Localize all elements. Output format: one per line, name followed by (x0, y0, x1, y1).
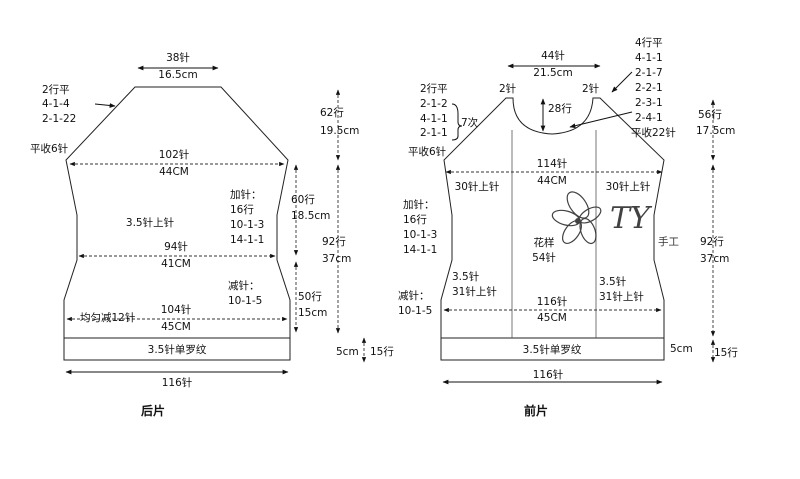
back-chest-st: 102针 (159, 148, 190, 161)
front-right-note-1: 4行平 (635, 36, 663, 49)
back-raglan-note-2: 4-1-4 (42, 98, 70, 110)
flower-logo-watermark: TY 手工 (551, 191, 679, 248)
front-panel-right-1: 3.5针 (599, 275, 626, 288)
back-rib-rows: 15行 (370, 345, 394, 358)
front-panel-left-1: 3.5针 (452, 270, 479, 283)
front-motif-title: 花样 (534, 236, 555, 249)
front-dec-rows: 10-1-5 (398, 305, 432, 317)
front-side-right: 30针上针 (606, 180, 651, 193)
watermark-text: 手工 (658, 235, 679, 248)
front-left-note-bracket (451, 103, 463, 141)
front-inc-1: 16行 (403, 213, 427, 226)
front-hip-cm: 45CM (537, 312, 567, 324)
front-inc-title: 加针： (403, 198, 435, 211)
back-rib-cm: 5cm (336, 346, 359, 358)
front-right-note-3: 2-1-7 (635, 67, 663, 79)
front-ribbing (440, 337, 665, 361)
back-pattern: 3.5针上针 (126, 216, 174, 229)
front-title: 前片 (524, 403, 548, 418)
front-panel-right-2: 31针上针 (599, 290, 644, 303)
back-top-width-st: 38针 (166, 51, 190, 64)
front-panel-left-2: 31针上针 (452, 285, 497, 298)
back-waist-cm: 41CM (161, 258, 191, 270)
back-raglan-note-3: 2-1-22 (42, 113, 76, 125)
front-inc-3: 14-1-1 (403, 244, 437, 256)
front-raglan-rows: 56行 (698, 108, 722, 121)
back-dec-title: 减针： (228, 279, 260, 292)
back-dec-len-cm: 15cm (298, 307, 327, 319)
front-dec-title: 减针： (398, 289, 430, 302)
front-left-note-3: 4-1-1 (420, 113, 448, 125)
front-hip-st: 116针 (537, 295, 568, 308)
back-ribbing (63, 337, 291, 361)
back-raglan-pointer (94, 103, 116, 108)
front-left-note-4: 2-1-1 (420, 127, 448, 139)
front-side-left: 30针上针 (455, 180, 500, 193)
front-rib: 3.5针单罗纹 (523, 343, 582, 356)
back-title: 后片 (141, 403, 165, 418)
front-bottom-st: 116针 (533, 368, 564, 381)
back-chest-cm: 44CM (159, 166, 189, 178)
back-inc-len-rows: 60行 (291, 193, 315, 206)
back-rib: 3.5针单罗纹 (148, 343, 207, 356)
front-total-rows: 92行 (700, 235, 724, 248)
front-left-note-2: 2-1-2 (420, 98, 448, 110)
back-inc-title: 加针： (230, 188, 262, 201)
back-top-width-cm: 16.5cm (158, 69, 197, 81)
back-total-cm: 37cm (322, 253, 351, 265)
back-bottom-st: 116针 (162, 376, 193, 389)
watermark-monogram: TY (610, 201, 653, 236)
front-chest-st: 114针 (537, 157, 568, 170)
front-top-width-cm: 21.5cm (533, 67, 572, 79)
back-waist-st: 94针 (164, 240, 188, 253)
back-bind-off: 平收6针 (30, 142, 68, 155)
back-inc-len-cm: 18.5cm (291, 210, 330, 222)
front-raglan-cm: 17.5cm (696, 125, 735, 137)
back-dec-len-rows: 50行 (298, 290, 322, 303)
front-left-note-1: 2行平 (420, 82, 448, 95)
front-shoulder-st-right: 2针 (582, 82, 599, 95)
front-bind-off-right: 平收22针 (631, 126, 676, 139)
front-inc-2: 10-1-3 (403, 229, 437, 241)
front-right-pointer-a (611, 71, 633, 93)
front-rib-rows: 15行 (714, 346, 738, 359)
front-bind-off-left: 平收6针 (408, 145, 446, 158)
back-raglan-cm: 19.5cm (320, 125, 359, 137)
front-right-note-6: 2-4-1 (635, 112, 663, 124)
back-dec-rows: 10-1-5 (228, 295, 262, 307)
front-piece: 44针 21.5cm 2针 2针 28行 2行平 2-1-2 4-1-1 2-1… (398, 36, 738, 418)
back-hip-cm: 45CM (161, 321, 191, 333)
front-motif-st: 54针 (532, 251, 556, 264)
front-left-note-repeat: 7次 (461, 116, 479, 129)
back-hip-st: 104针 (161, 303, 192, 316)
front-top-width-st: 44针 (541, 49, 565, 62)
front-total-cm: 37cm (700, 253, 729, 265)
back-piece: 38针 16.5cm 2行平 4-1-4 2-1-22 平收6针 102针 44… (30, 51, 394, 418)
front-right-note-4: 2-2-1 (635, 82, 663, 94)
front-chest-cm: 44CM (537, 175, 567, 187)
back-inc-2: 10-1-3 (230, 219, 264, 231)
front-rib-cm: 5cm (670, 343, 693, 355)
back-total-rows: 92行 (322, 235, 346, 248)
front-shoulder-st-left: 2针 (499, 82, 516, 95)
back-even-dec: 均匀减12针 (80, 311, 135, 324)
back-raglan-rows: 62行 (320, 106, 344, 119)
back-inc-1: 16行 (230, 203, 254, 216)
front-right-note-5: 2-3-1 (635, 97, 663, 109)
front-right-note-2: 4-1-1 (635, 52, 663, 64)
front-neck-rows: 28行 (548, 102, 572, 115)
back-inc-3: 14-1-1 (230, 234, 264, 246)
front-right-pointer-b (569, 111, 633, 129)
back-raglan-note-1: 2行平 (42, 83, 70, 96)
